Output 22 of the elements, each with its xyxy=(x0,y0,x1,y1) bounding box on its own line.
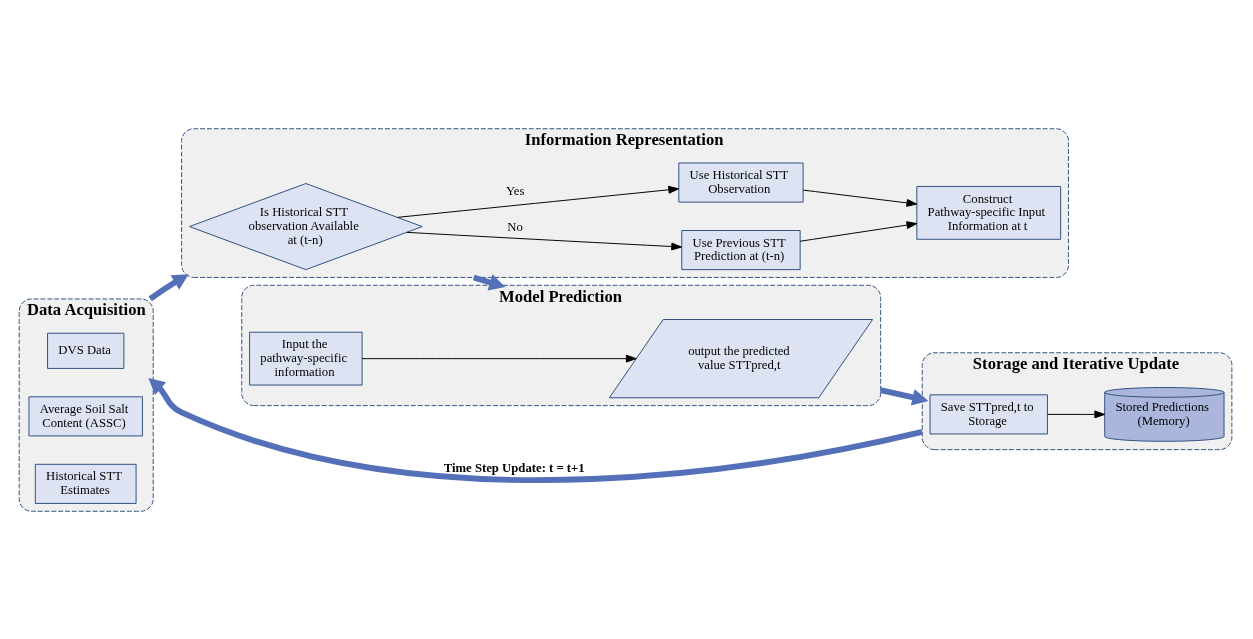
node-box: Input the pathway-specific information xyxy=(249,331,363,386)
edge-label: Yes xyxy=(505,183,525,198)
arrow xyxy=(406,231,682,250)
arrow xyxy=(880,386,929,406)
arrow xyxy=(472,273,506,290)
arrow xyxy=(397,185,680,218)
node-box: Save STTpred,t to Storage xyxy=(929,393,1048,434)
edge-label: No xyxy=(507,219,523,234)
node-box: DVS Data xyxy=(47,332,125,369)
node-diamond: Is Historical STT observation Available at (t-n) xyxy=(188,182,423,270)
node-box: Average Soil Salt Content (ASSC) xyxy=(28,395,143,436)
node-box: Construct Pathway-specific Input Information at t xyxy=(916,185,1062,240)
arrow xyxy=(802,189,918,207)
arrow xyxy=(1047,410,1106,418)
arrow xyxy=(148,377,923,483)
edge-label: Time Step Update: t = t+1 xyxy=(443,460,585,475)
arrow xyxy=(361,354,637,363)
node-box: Use Historical STT Observation xyxy=(678,162,804,203)
arrow xyxy=(148,273,189,301)
node-box: Historical STT Estimates xyxy=(34,463,137,504)
arrow xyxy=(799,220,918,242)
node-box: Use Previous STT Prediction at (t-n) xyxy=(681,229,801,270)
